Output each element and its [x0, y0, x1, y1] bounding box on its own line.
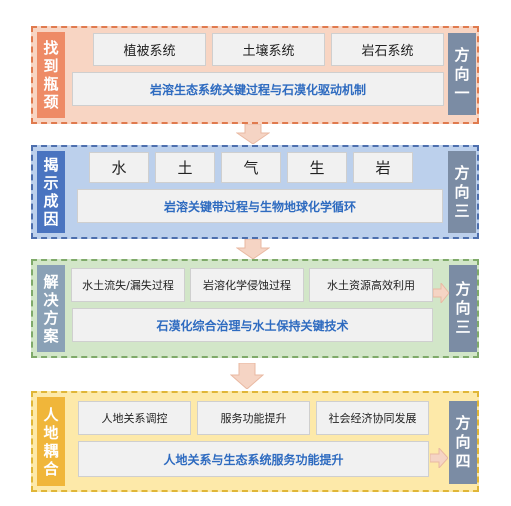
band-3-summary: 石漠化综合治理与水土保持关键技术: [72, 308, 433, 342]
band-2-item-1: 水: [89, 152, 149, 183]
arrow-down-1: [236, 124, 270, 144]
band-4-side-label: 人地耦合: [37, 397, 65, 486]
band-1-summary: 岩溶生态系统关键过程与石漠化驱动机制: [72, 72, 444, 106]
band-4-direction-box: 方向四: [449, 401, 477, 484]
band-3-item-3: 水土资源高效利用: [309, 268, 433, 302]
arrow-down-3: [230, 363, 264, 389]
band-4-item-2: 服务功能提升: [197, 401, 310, 435]
band-2-item-4: 生: [287, 152, 347, 183]
arrow-right-3: [433, 283, 449, 303]
arrow-right-4: [430, 448, 448, 468]
band-1-item-2: 土壤系统: [212, 33, 325, 66]
band-1-direction-box: 方向一: [448, 33, 476, 115]
band-2-item-5: 岩: [353, 152, 413, 183]
band-2-item-2: 土: [155, 152, 215, 183]
band-2-side-label: 揭示成因: [37, 151, 65, 233]
band-1-item-3: 岩石系统: [331, 33, 444, 66]
band-1-side-label: 找到瓶颈: [37, 32, 65, 118]
band-3-item-1: 水土流失/漏失过程: [71, 268, 185, 302]
arrow-down-2: [236, 239, 270, 259]
band-4-item-1: 人地关系调控: [78, 401, 191, 435]
band-4-item-3: 社会经济协同发展: [316, 401, 429, 435]
band-2-item-3: 气: [221, 152, 281, 183]
band-3-side-label: 解决方案: [37, 265, 65, 352]
band-2-direction-box: 方向三: [448, 151, 476, 233]
band-2-summary: 岩溶关键带过程与生物地球化学循环: [77, 189, 443, 223]
band-3-item-2: 岩溶化学侵蚀过程: [190, 268, 304, 302]
band-3-direction-box: 方向三: [449, 265, 477, 352]
band-1-item-1: 植被系统: [93, 33, 206, 66]
band-4-summary: 人地关系与生态系统服务功能提升: [78, 441, 429, 477]
